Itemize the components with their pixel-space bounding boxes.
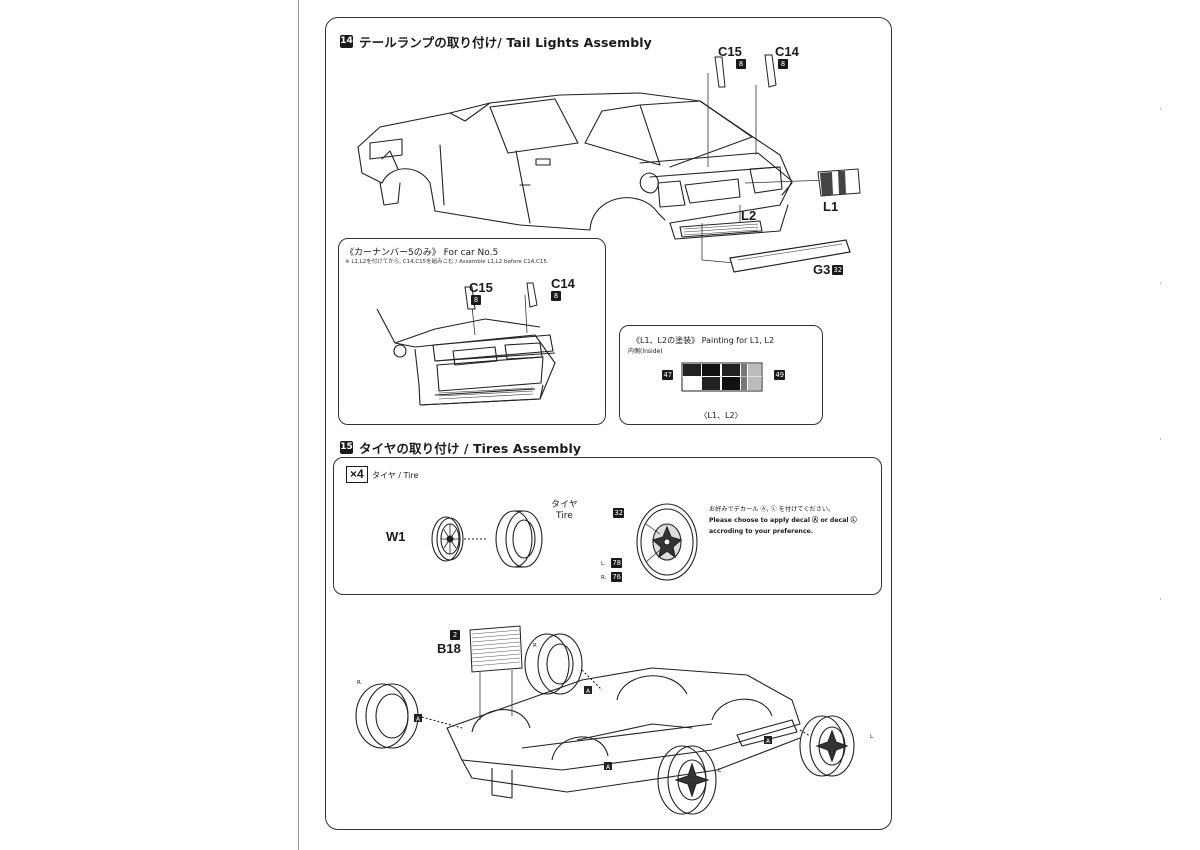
paint-badge-47: 47 — [662, 370, 674, 380]
part-label-b18: B18 — [437, 641, 461, 656]
part-label-w1: W1 — [386, 529, 406, 544]
inset-title: 《カーナンバー5のみ》 For car No.5 — [345, 248, 499, 258]
step-15-heading: 15 タイヤの取り付け / Tires Assembly — [340, 438, 581, 457]
part-label-g3: G3 — [813, 262, 831, 277]
inset-badge-c14: 8 — [551, 291, 561, 301]
car-no5-inset: 《カーナンバー5のみ》 For car No.5 ※ L1,L2を付けてから, … — [338, 238, 606, 425]
paint-badge-b18: 2 — [450, 630, 460, 640]
side-label-l: L — [718, 768, 722, 774]
tire-assembly-box: ×4 タイヤ / Tire W1 タイヤ Tire — [333, 457, 882, 595]
inset-label-c14: C14 — [551, 276, 575, 291]
inset-label-c15: C15 — [469, 280, 493, 295]
painting-guide-box: 《L1、L2の塗装》 Painting for L1, L2 内側(Inside… — [619, 325, 823, 425]
part-label-l1: L1 — [823, 199, 839, 214]
decal-marker-a: A — [586, 688, 591, 695]
tire-side-label: タイヤ Tire — [551, 500, 578, 522]
step-title: タイヤの取り付け / Tires Assembly — [359, 441, 582, 456]
wheel-paint-badge: 32 — [613, 508, 625, 518]
quantity-multiplier: ×4 — [346, 466, 368, 483]
decal-badge-l: 78 — [611, 558, 623, 568]
painting-caption: 〈L1、L2〉 — [699, 411, 743, 420]
part-label-c14: C14 — [775, 44, 799, 59]
step-number: 15 — [340, 441, 353, 454]
part-g3-garnish — [728, 238, 853, 278]
decal-marker-a: A — [606, 764, 611, 771]
scan-speck — [1160, 108, 1161, 110]
decal-marker-a: A — [416, 716, 421, 723]
side-label-r: R — [533, 643, 537, 649]
side-label-r: R — [357, 680, 361, 686]
decal-note-en-2: accroding to your preference. — [709, 528, 814, 535]
tire-label-en: Tire — [555, 511, 573, 521]
step-14-heading: 14 テールランプの取り付け/ Tail Lights Assembly — [340, 32, 652, 51]
paint-badge-49: 49 — [774, 370, 786, 380]
side-label-l: L — [870, 734, 874, 740]
paint-badge-c15: 8 — [736, 59, 746, 69]
wheel-and-tire-illustration — [424, 502, 564, 572]
lamp-painting-swatch — [682, 363, 772, 391]
tire-label-jp: タイヤ — [551, 500, 578, 510]
step-number: 14 — [340, 35, 353, 48]
part-label-l2: L2 — [741, 208, 757, 223]
inset-badge-c15: 8 — [471, 295, 481, 305]
inset-note: ※ L1,L2を付けてから, C14,C15を組みこむ / Assemble L… — [345, 259, 549, 265]
wheel-face-illustration — [632, 500, 700, 582]
scan-speck — [1160, 598, 1161, 600]
decal-choice-note: お好みでデカール Ⓐ, Ⓛ を付けてください。 Please choose to… — [709, 504, 857, 537]
decal-note-en-1: Please choose to apply decal Ⓐ or decal … — [709, 517, 857, 524]
painting-subtitle: 内側(Inside) — [628, 348, 663, 355]
scan-speck — [1160, 438, 1161, 440]
car-body-illustration — [340, 55, 870, 245]
right-prefix: R: — [601, 575, 607, 581]
tire-label: タイヤ / Tire — [372, 471, 419, 480]
paint-badge-c14: 8 — [778, 59, 788, 69]
paint-badge-g3: 32 — [832, 265, 844, 275]
decal-badge-r: 76 — [611, 572, 623, 582]
left-prefix: L: — [601, 561, 606, 567]
painting-title: 《L1、L2の塗装》 Painting for L1, L2 — [632, 336, 775, 345]
instruction-page-frame — [325, 17, 892, 830]
step-title: テールランプの取り付け/ Tail Lights Assembly — [359, 35, 652, 50]
decal-note-jp: お好みでデカール Ⓐ, Ⓛ を付けてください。 — [709, 506, 835, 513]
decal-marker-a: A — [766, 738, 771, 745]
scan-speck — [1160, 282, 1161, 284]
chassis-assembly-illustration: A A A A — [352, 620, 872, 820]
binding-line — [298, 0, 299, 850]
inset-rear-illustration — [375, 287, 575, 417]
part-label-c15: C15 — [718, 44, 742, 59]
